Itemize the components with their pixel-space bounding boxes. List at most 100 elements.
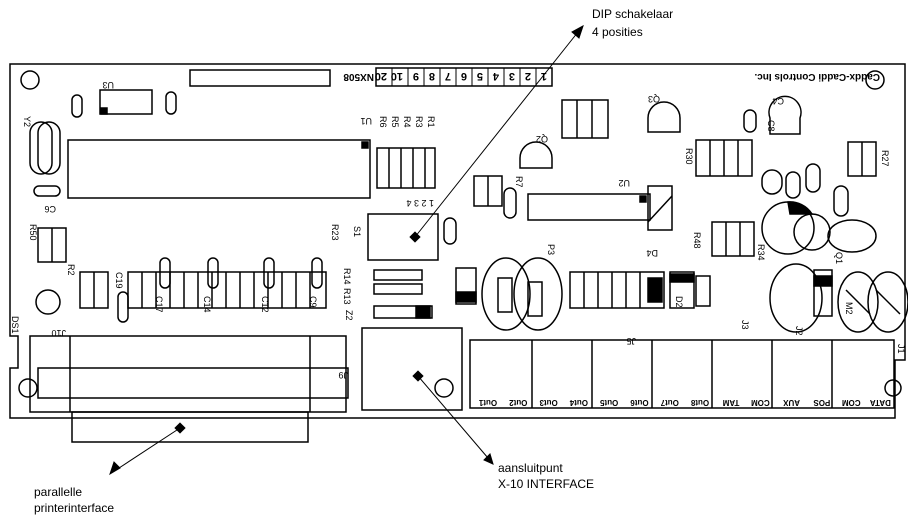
mount-hole-bl (18, 378, 38, 398)
terminal-label: Out2 (509, 398, 528, 407)
dip-number-20: 20 (375, 70, 387, 82)
c4-cap (768, 95, 802, 135)
resistor-pack-top (561, 99, 609, 139)
label-y2: Y2 (22, 116, 32, 127)
resistor-pack-r1-r6 (376, 147, 436, 189)
annotation-dip-line1: DIP schakelaar (592, 7, 673, 21)
label-j1: J1 (896, 344, 906, 354)
resistor-row-mid (569, 271, 665, 309)
label-q3: Q3 (648, 94, 660, 104)
label-r1: R1 (426, 116, 436, 128)
terminal-label: Out7 (660, 398, 679, 407)
label-r3: R3 (414, 116, 424, 128)
terminal-label: DATA (870, 398, 891, 407)
label-c9: C9 (308, 296, 318, 308)
terminal-label: TAM (722, 398, 739, 407)
dip-number-3: 3 (509, 70, 515, 82)
dip-number-8: 8 (429, 70, 435, 82)
top-header (189, 69, 331, 87)
u2-chip (527, 193, 651, 221)
mount-hole-tr (865, 70, 885, 90)
p3-component (481, 257, 531, 331)
mount-hole-bm (434, 378, 454, 398)
label-j3: J3 (740, 320, 750, 330)
j10-connector (29, 335, 347, 413)
z2-diode (373, 305, 433, 319)
label-p3: P3 (546, 244, 556, 255)
terminal-label: Out5 (600, 398, 619, 407)
terminal-label: Out1 (478, 398, 497, 407)
terminal-label: Out6 (630, 398, 649, 407)
label-ds1: DS1 (10, 316, 20, 334)
j2-component (813, 269, 833, 317)
terminal-label: Out3 (539, 398, 558, 407)
annotation-x10-line2: X-10 INTERFACE (498, 477, 594, 491)
q3-transistor (647, 101, 681, 133)
annotation-parallel-line1: parallelle (34, 485, 82, 499)
dip-number-9: 9 (413, 70, 419, 82)
dip-number-10: 10 (391, 70, 403, 82)
label-j10: J10 (51, 328, 66, 338)
label-u2: U2 (618, 178, 630, 188)
label-r14: R14 (342, 268, 352, 285)
label-r6: R6 (378, 116, 388, 128)
label-r27: R27 (880, 150, 890, 167)
d2-diode (669, 271, 695, 309)
parallel-arrow (115, 427, 181, 471)
label-z2: Z2 (344, 310, 354, 321)
label-c19: C19 (114, 272, 124, 289)
j3-component (769, 263, 823, 333)
dip-arrow (414, 31, 579, 238)
board-outline (9, 63, 906, 419)
label-r23: R23 (330, 224, 340, 241)
q2-transistor (519, 141, 553, 169)
c8-cap (743, 109, 757, 133)
parallel-printer-port (71, 411, 309, 443)
terminal-label: Out4 (569, 398, 588, 407)
label-r4: R4 (402, 116, 412, 128)
terminal-label: POS (813, 398, 831, 407)
label-q1: Q1 (834, 252, 844, 264)
dip-number-5: 5 (477, 70, 483, 82)
dip-number-6: 6 (461, 70, 467, 82)
u1-chip (67, 139, 371, 199)
dip-number-1: 1 (541, 70, 547, 82)
s1-numbers: 1 2 3 4 (406, 198, 434, 208)
label-c6: C6 (44, 204, 56, 214)
r14-resistor (373, 269, 423, 281)
label-d4: D4 (646, 248, 658, 258)
mount-hole-br (884, 379, 902, 397)
r13-resistor (373, 283, 423, 295)
label-m2: M2 (844, 302, 854, 315)
dip-number-2: 2 (525, 70, 531, 82)
r48-resistor-pack (711, 221, 755, 257)
label-c4: C4 (772, 96, 784, 106)
model-label: NX508 (343, 71, 374, 82)
label-r7: R7 (514, 176, 524, 188)
s1-dip-switch (367, 213, 439, 261)
label-r50: R50 (28, 224, 38, 241)
dip-number-7: 7 (445, 70, 451, 82)
label-r13: R13 (342, 288, 352, 305)
label-c17: C17 (154, 296, 164, 313)
label-q2: Q2 (536, 134, 548, 144)
label-r2: R2 (66, 264, 76, 276)
label-u3: U3 (102, 80, 114, 90)
label-r5: R5 (390, 116, 400, 128)
ds1-led (35, 289, 61, 315)
label-c14: C14 (202, 296, 212, 313)
x10-arrow (417, 375, 489, 459)
annotation-parallel-line2: printerinterface (34, 501, 114, 515)
label-c8: C8 (766, 120, 776, 132)
label-j2: J2 (794, 326, 804, 336)
label-s1: S1 (352, 226, 362, 237)
label-j9: J9 (338, 370, 348, 380)
j5-terminal-strip (469, 339, 895, 409)
annotation-dip-line2: 4 posities (592, 25, 643, 39)
label-d2: D2 (674, 296, 684, 308)
led-left (455, 267, 477, 305)
d4-diode (647, 185, 673, 231)
annotation-x10-line1: aansluitpunt (498, 461, 563, 475)
company-label: Caddx-Caddi Controls Inc. (754, 71, 880, 82)
